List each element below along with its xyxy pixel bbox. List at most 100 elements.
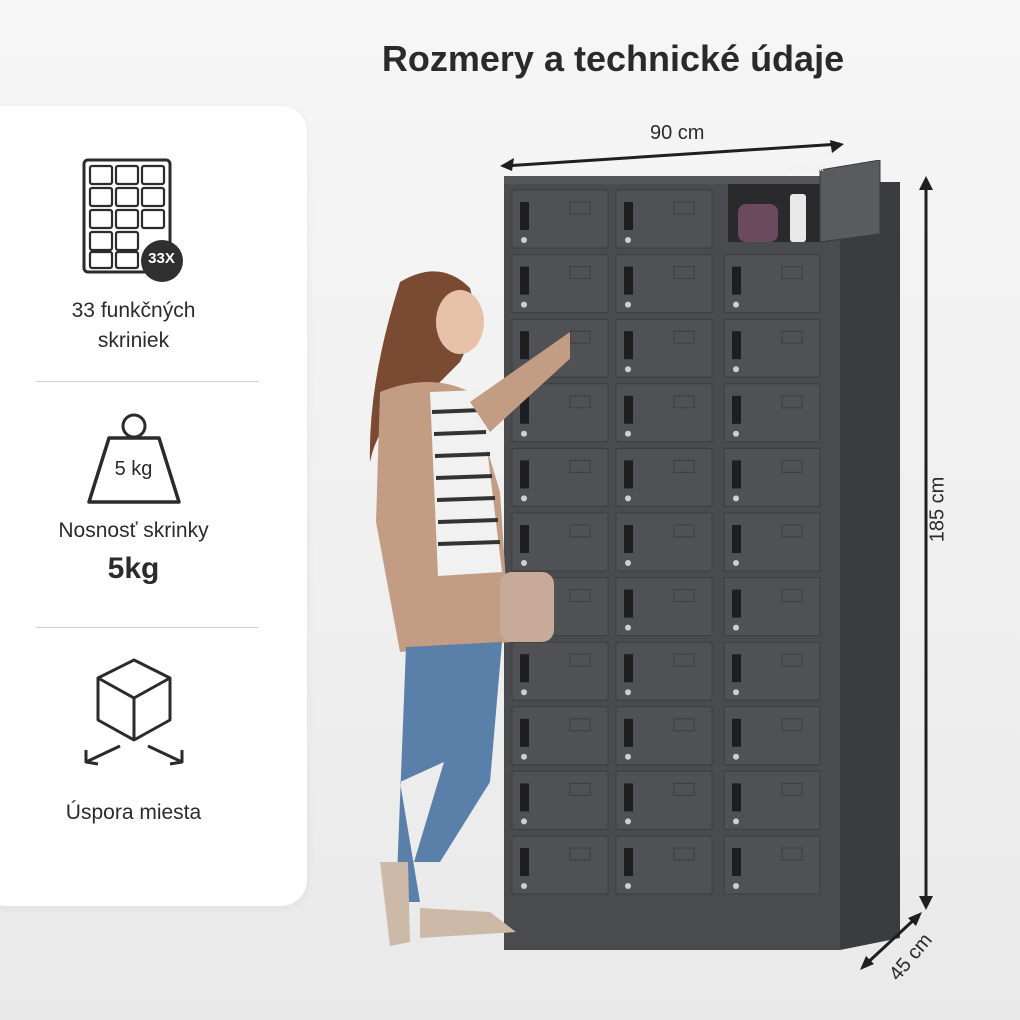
label-plate (569, 718, 591, 732)
locker-handle (520, 848, 529, 876)
label-plate (781, 330, 803, 344)
locker-handle (732, 848, 741, 876)
label-plate (673, 847, 695, 861)
key-icon (521, 430, 527, 437)
width-label: 90 cm (650, 122, 705, 144)
feature-lockers-label-1: 33 funkčných (71, 299, 196, 322)
locker-handle (624, 202, 633, 230)
label-plate (673, 330, 695, 344)
locker-handle (732, 460, 741, 489)
feature-lockers: 33X 33 funkčných skriniek (0, 158, 267, 356)
weight-icon: 5 kg (79, 412, 189, 508)
label-plate (569, 782, 591, 796)
key-icon (521, 818, 527, 825)
key-icon (625, 818, 631, 825)
locker-handle (624, 331, 633, 360)
feature-space-label: Úspora miesta (65, 801, 202, 824)
label-plate (569, 524, 591, 538)
locker-door (723, 835, 821, 895)
locker-handle (624, 266, 633, 295)
key-icon (625, 301, 631, 308)
label-plate (569, 330, 591, 344)
key-icon (733, 624, 739, 631)
locker-handle (624, 460, 633, 489)
locker-handle (520, 718, 529, 747)
locker-handle (520, 654, 529, 683)
key-icon (733, 883, 739, 889)
key-icon (733, 818, 739, 825)
key-icon (521, 883, 527, 889)
label-plate (569, 459, 591, 473)
locker-handle (520, 460, 529, 489)
feature-lockers-label-2: skriniek (97, 329, 170, 352)
label-plate (569, 266, 591, 280)
feature-load-label: Nosnosť skrinky (58, 519, 209, 542)
locker-handle (520, 266, 529, 295)
space-saving-icon (74, 656, 194, 768)
height-arrow (916, 176, 936, 910)
locker-handle (732, 266, 741, 295)
label-plate (673, 653, 695, 667)
brand-label: Jan Nowak (787, 166, 824, 173)
key-icon (625, 430, 631, 437)
label-plate (569, 201, 591, 215)
locker-handle (624, 654, 633, 683)
label-plate (673, 266, 695, 280)
key-icon (625, 237, 631, 243)
key-icon (625, 495, 631, 502)
label-plate (569, 589, 591, 603)
locker-handle (624, 848, 633, 876)
label-plate (781, 524, 803, 538)
locker-handle (520, 395, 529, 424)
label-plate (781, 847, 803, 861)
key-icon (625, 366, 631, 373)
key-icon (521, 560, 527, 566)
locker-handle (520, 525, 529, 553)
feature-load: 5 kg Nosnosť skrinky 5kg (0, 412, 267, 586)
label-plate (781, 653, 803, 667)
locker-handle (732, 525, 741, 553)
key-icon (625, 689, 631, 696)
key-icon (625, 624, 631, 631)
locker-handle (624, 395, 633, 424)
locker-handle (732, 783, 741, 812)
label-plate (673, 524, 695, 538)
locker-handle (520, 783, 529, 812)
key-icon (521, 753, 527, 760)
label-plate (569, 395, 591, 409)
locker-handle (732, 589, 741, 618)
key-icon (733, 430, 739, 437)
divider (36, 381, 258, 382)
key-icon (521, 237, 527, 243)
weight-icon-text: 5 kg (114, 458, 153, 480)
locker-handle (624, 783, 633, 812)
divider (36, 627, 258, 628)
label-plate (781, 266, 803, 280)
key-icon (733, 366, 739, 373)
label-plate (673, 459, 695, 473)
key-icon (625, 560, 631, 566)
locker-handle (732, 654, 741, 683)
key-icon (733, 753, 739, 760)
locker-handle (732, 718, 741, 747)
locker-count-badge: 33X (148, 250, 175, 267)
label-plate (781, 589, 803, 603)
locker-handle (732, 331, 741, 360)
page-title: Rozmery a technické údaje (381, 38, 845, 79)
label-plate (781, 459, 803, 473)
depth-arrow (858, 910, 924, 972)
locker-cabinet (500, 160, 912, 960)
label-plate (569, 653, 591, 667)
label-plate (781, 718, 803, 732)
locker-handle (520, 331, 529, 360)
locker-handle (732, 395, 741, 424)
woman-figure (340, 262, 570, 952)
feature-load-value: 5kg (107, 552, 160, 585)
label-plate (673, 589, 695, 603)
key-icon (733, 495, 739, 502)
locker-door (511, 447, 609, 507)
label-plate (781, 782, 803, 796)
key-icon (733, 689, 739, 696)
label-plate (673, 782, 695, 796)
key-icon (625, 883, 631, 889)
